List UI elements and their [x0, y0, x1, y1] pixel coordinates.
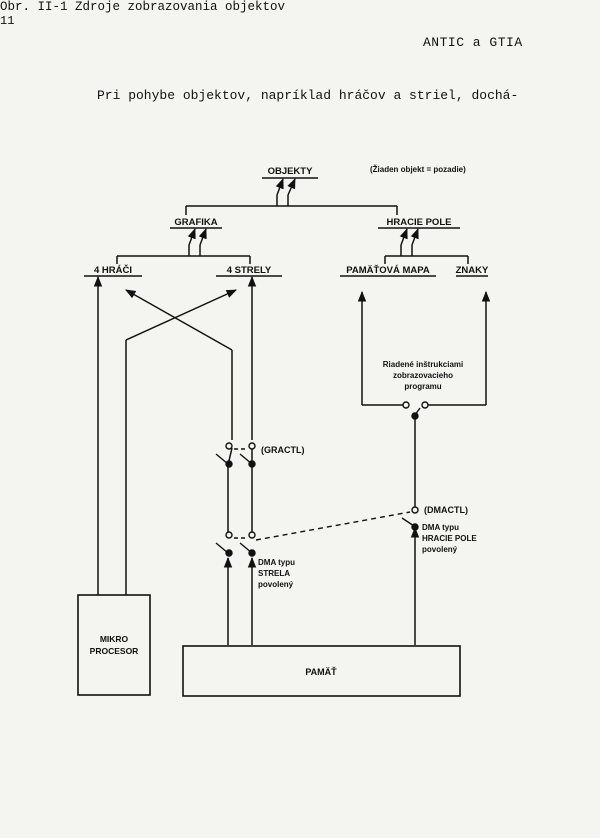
pamatova-mapa-label: PAMÄŤOVÁ MAPA — [346, 264, 430, 276]
intro-text-line: Pri pohybe objektov, napríklad hráčov a … — [97, 88, 519, 103]
running-header: ANTIC a GTIA — [423, 35, 523, 50]
riadene-switch — [402, 401, 429, 420]
dmactl-label: (DMACTL) — [424, 505, 468, 515]
strely-label: 4 STRELY — [227, 265, 272, 276]
dma-pole-line-1: DMA typu — [422, 523, 459, 532]
znaky-label: ZNAKY — [456, 265, 489, 276]
dma-pole-line-3: povolený — [422, 545, 458, 554]
page-number: 11 — [0, 14, 15, 28]
hracie-pole-label: HRACIE POLE — [387, 217, 452, 228]
dma-strela-switches — [215, 531, 256, 557]
grafika-label: GRAFIKA — [174, 217, 217, 228]
gractl-label: (GRACTL) — [261, 445, 305, 455]
riadene-line-2: zobrazovacieho — [393, 371, 453, 380]
riadene-line-1: Riadené inštrukciami — [383, 360, 463, 369]
riadene-line-3: programu — [404, 382, 441, 391]
objekty-label: OBJEKTY — [268, 166, 314, 177]
mikro-label-line-2: PROCESOR — [90, 646, 139, 656]
microprocessor-box — [77, 594, 151, 696]
connection-lines — [93, 178, 491, 645]
dma-strela-line-3: povolený — [258, 580, 294, 589]
memory-box — [182, 645, 461, 697]
mikro-label-line-1: MIKRO — [100, 634, 129, 644]
objekty-note: (Žiaden objekt = pozadie) — [370, 165, 466, 174]
label-underlines — [84, 177, 488, 277]
gractl-switches — [215, 442, 256, 468]
dma-pole-line-2: HRACIE POLE — [422, 534, 477, 543]
dma-strela-line-1: DMA typu — [258, 558, 295, 567]
figure-caption: Obr. II-1 Zdroje zobrazovania objektov — [0, 0, 286, 14]
dma-strela-line-2: STRELA — [258, 569, 290, 578]
pamat-label: PAMÄŤ — [305, 666, 337, 677]
dma-pole-switch — [255, 506, 419, 541]
hraci-label: 4 HRÁČI — [94, 264, 132, 276]
